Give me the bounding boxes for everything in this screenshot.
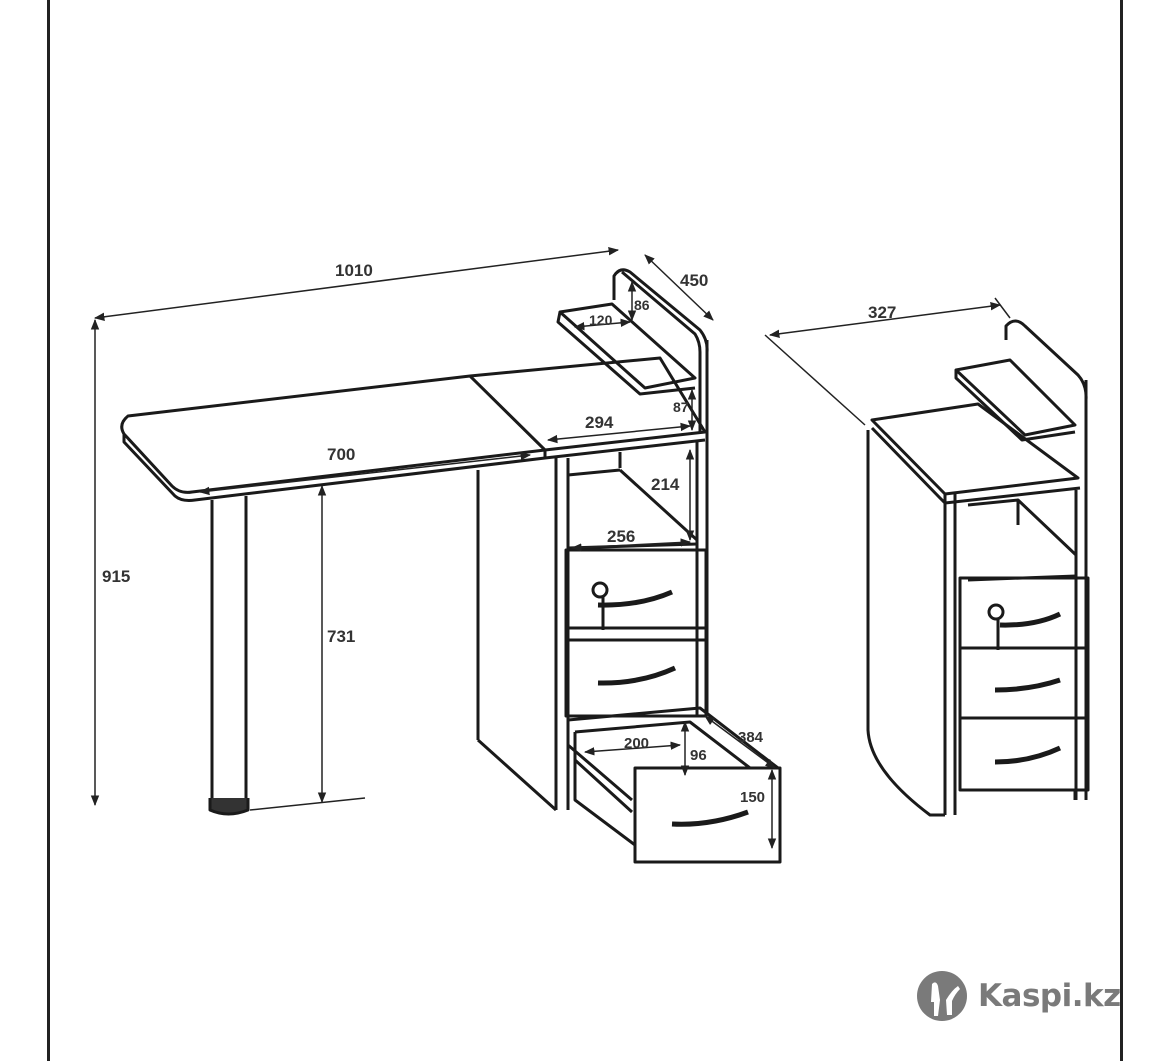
dim-256: 256 <box>607 527 635 546</box>
dim-150: 150 <box>740 789 765 806</box>
table-leg <box>208 496 250 816</box>
dim-731: 731 <box>327 627 355 646</box>
dim-700: 700 <box>327 445 355 464</box>
dim-327: 327 <box>868 303 896 322</box>
folded-desk-view <box>866 319 1090 817</box>
dimension-lines <box>90 247 1011 850</box>
dim-1010: 1010 <box>335 261 373 280</box>
drawer-1 <box>564 548 708 642</box>
cabinet-side-panel <box>476 340 709 812</box>
tabletop <box>120 356 707 502</box>
dim-915: 915 <box>102 567 130 586</box>
kaspi-watermark: Kaspi.kz <box>916 970 1121 1022</box>
dim-450: 450 <box>680 271 708 290</box>
dim-86: 86 <box>634 297 650 313</box>
right-border-line <box>1120 0 1123 1061</box>
dim-87: 87 <box>673 399 689 415</box>
dim-384: 384 <box>738 729 764 746</box>
dim-294: 294 <box>585 413 614 432</box>
kaspi-logo-text: Kaspi.kz <box>978 978 1121 1014</box>
dim-120: 120 <box>589 312 613 328</box>
dim-200: 200 <box>624 735 649 752</box>
left-border-line <box>47 0 50 1061</box>
kaspi-logo-icon <box>917 971 967 1021</box>
dim-214: 214 <box>651 475 680 494</box>
drawer-2 <box>564 626 708 718</box>
dimension-labels: 1010 450 86 120 87 294 700 214 256 915 7… <box>102 261 896 806</box>
dim-96: 96 <box>690 747 707 764</box>
